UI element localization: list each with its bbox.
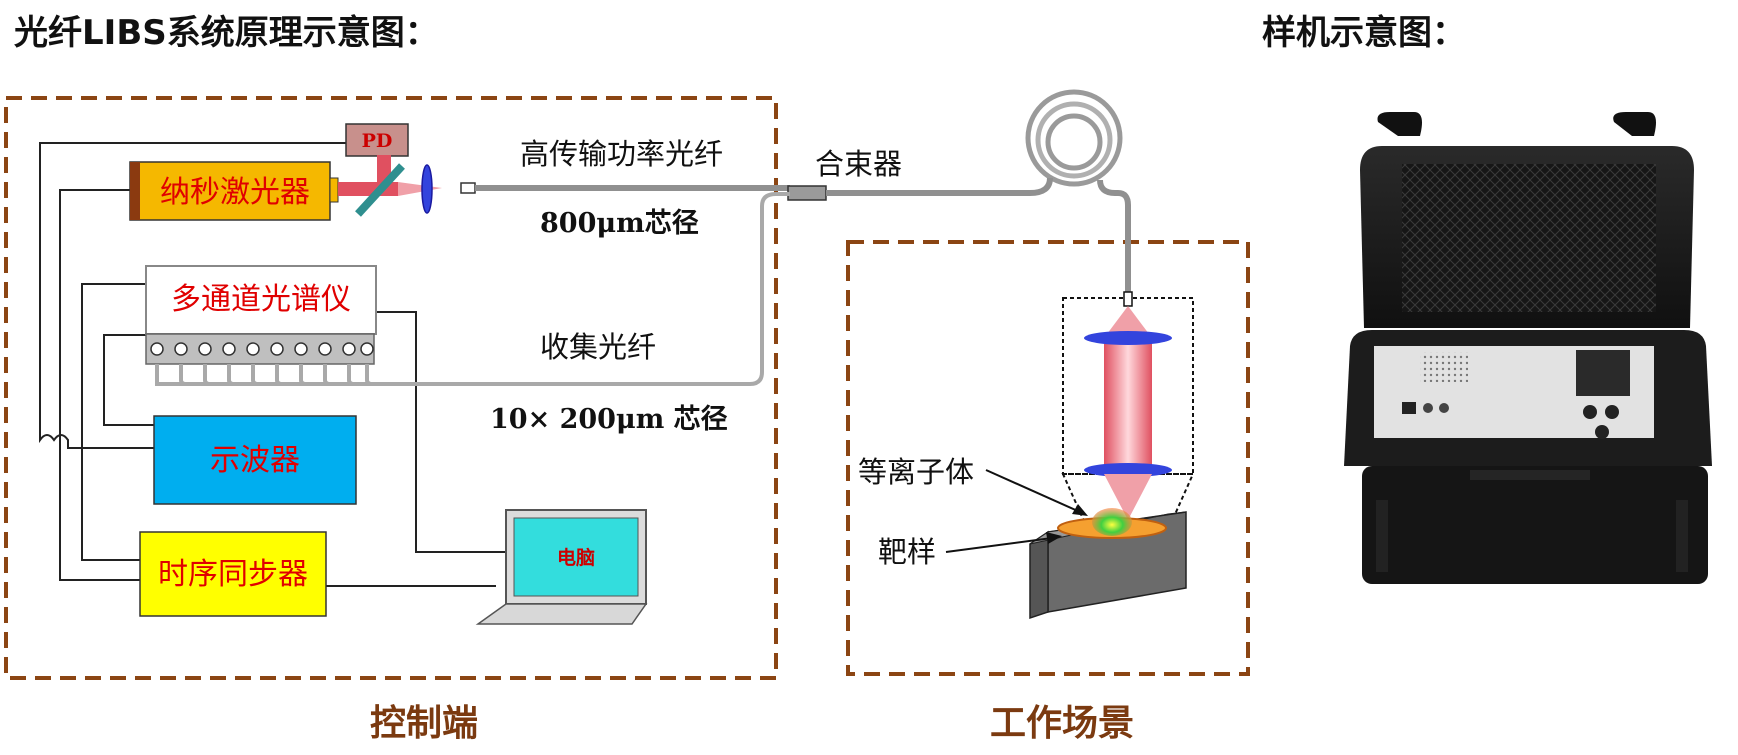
focusing-head: [1061, 291, 1195, 531]
control-end-boundary: [4, 96, 778, 680]
oscilloscope-label: 示波器: [210, 443, 300, 478]
core-10x200-label: 10× 200μm 芯径: [490, 404, 728, 435]
multichannel-spectrometer: 多通道光谱仪: [145, 265, 377, 365]
collect-fiber-label: 收集光纤: [540, 330, 656, 364]
timing-synchronizer: 时序同步器: [139, 531, 327, 617]
plasma-label: 等离子体: [858, 455, 974, 489]
plasma: [1092, 508, 1132, 536]
collection-fiber-bundle: [155, 192, 790, 386]
target-sample: [1029, 508, 1187, 620]
laser-optics: [338, 155, 476, 217]
timing-label: 时序同步器: [158, 557, 308, 592]
beam-combiner: [787, 185, 827, 201]
control-end-caption: 控制端: [370, 703, 478, 744]
target-pointer: [945, 537, 1053, 553]
laser-label: 纳秒激光器: [160, 175, 310, 210]
combiner-label: 合束器: [815, 147, 902, 181]
plasma-pointer: [985, 469, 1081, 513]
computer-label: 电脑: [557, 546, 595, 569]
pd-detector: PD: [345, 123, 409, 157]
oscilloscope: 示波器: [153, 415, 357, 505]
prototype-case-photo: [1344, 112, 1712, 584]
schematic-title: 光纤LIBS系统原理示意图：: [14, 13, 439, 53]
work-scene-caption: 工作场景: [990, 703, 1134, 744]
control-wiring: [39, 142, 512, 587]
prototype-title: 样机示意图：: [1262, 13, 1466, 53]
work-scene-boundary: [846, 240, 1250, 676]
high-power-fiber-label: 高传输功率光纤: [520, 137, 723, 171]
target-label: 靶样: [878, 535, 936, 569]
core-800-label: 800μm芯径: [540, 208, 699, 239]
delivery-fiber: [826, 177, 1131, 298]
pd-label: PD: [362, 130, 393, 152]
spectrometer-label: 多通道光谱仪: [171, 282, 351, 317]
computer: 电脑: [475, 509, 648, 625]
plasma-pointer-arrowhead: [1072, 504, 1088, 516]
nanosecond-laser: 纳秒激光器: [129, 161, 339, 221]
target-pointer-arrowhead: [1046, 532, 1062, 544]
fiber-coil: [1025, 89, 1123, 187]
